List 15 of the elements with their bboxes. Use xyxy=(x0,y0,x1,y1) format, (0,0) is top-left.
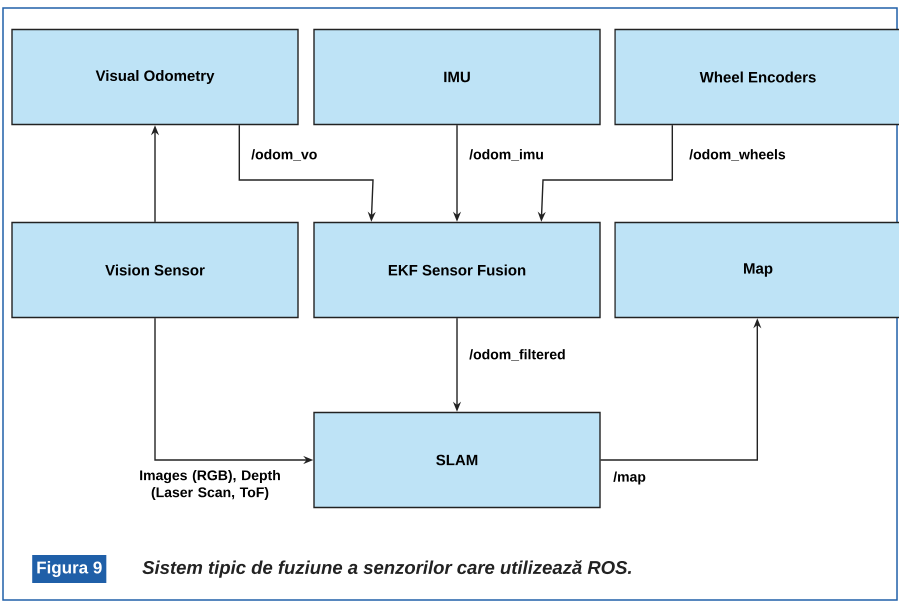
process-box: IMU xyxy=(313,28,601,126)
figure-badge: Figura 9 xyxy=(32,555,106,583)
caption: Sistem tipic de fuziune a senzorilor care utilizează ROS. xyxy=(142,560,631,578)
edge-label: /odom_wheels xyxy=(689,149,786,161)
process-box: SLAM xyxy=(313,412,601,508)
process-box: Visual Odometry xyxy=(11,28,299,126)
edge-label: Images (RGB), Depth (Laser Scan, ToF) xyxy=(140,470,280,500)
process-box: Wheel Encoders xyxy=(614,28,899,126)
process-box: Map xyxy=(614,222,899,318)
process-box: EKF Sensor Fusion xyxy=(313,222,601,318)
edge-label: /odom_imu xyxy=(469,149,543,161)
process-box: Vision Sensor xyxy=(11,222,299,318)
edge-label: /odom_vo xyxy=(251,149,317,161)
edge-label: /map xyxy=(613,471,646,485)
edge-label: /odom_filtered xyxy=(469,349,565,361)
